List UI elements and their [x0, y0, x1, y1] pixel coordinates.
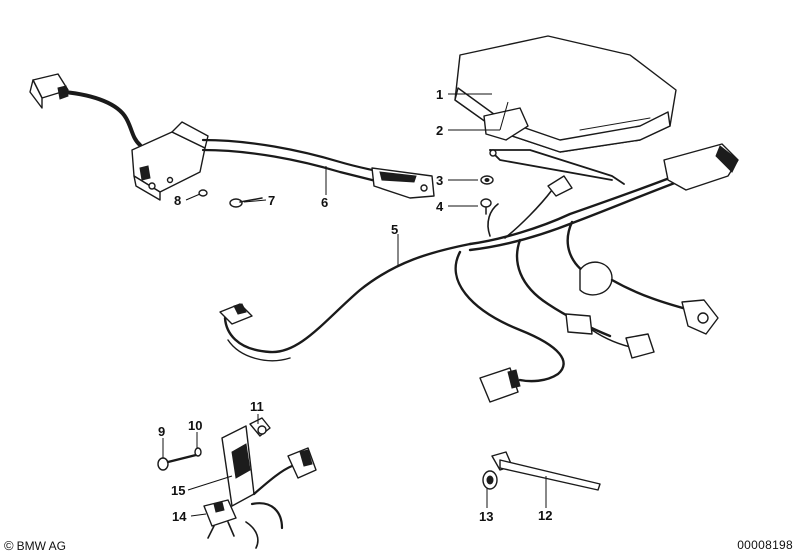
callout-9: 9	[158, 424, 165, 439]
main-wiring-harness	[219, 143, 739, 403]
steering-column-switch	[29, 73, 435, 201]
callout-6: 6	[321, 195, 328, 210]
leader-lines	[162, 93, 547, 517]
callout-13: 13	[479, 509, 493, 524]
screw-and-washer	[198, 189, 263, 208]
callout-7: 7	[268, 193, 275, 208]
nut-and-screw	[480, 175, 494, 215]
copyright-notice: © BMW AG	[4, 538, 66, 553]
callout-10: 10	[188, 418, 202, 433]
relay-bracket	[157, 417, 317, 530]
copyright-symbol: ©	[4, 538, 14, 553]
control-unit	[454, 35, 677, 185]
callout-4: 4	[436, 199, 444, 214]
callout-8: 8	[174, 193, 181, 208]
copyright-text: BMW AG	[16, 538, 66, 553]
callout-2: 2	[436, 123, 443, 138]
callout-3: 3	[436, 173, 443, 188]
callout-1: 1	[436, 87, 443, 102]
callout-11: 11	[250, 399, 264, 414]
callout-14: 14	[172, 509, 187, 524]
connector-part	[203, 499, 259, 549]
callout-5: 5	[391, 222, 398, 237]
callout-labels: 1 2 3 4 5 6 7 8 9 10 11 12 13 14 15	[158, 87, 552, 524]
diagram-id: 00008198	[737, 538, 793, 552]
callout-15: 15	[171, 483, 185, 498]
callout-12: 12	[538, 508, 552, 523]
cable-tie-and-clip	[482, 451, 601, 491]
